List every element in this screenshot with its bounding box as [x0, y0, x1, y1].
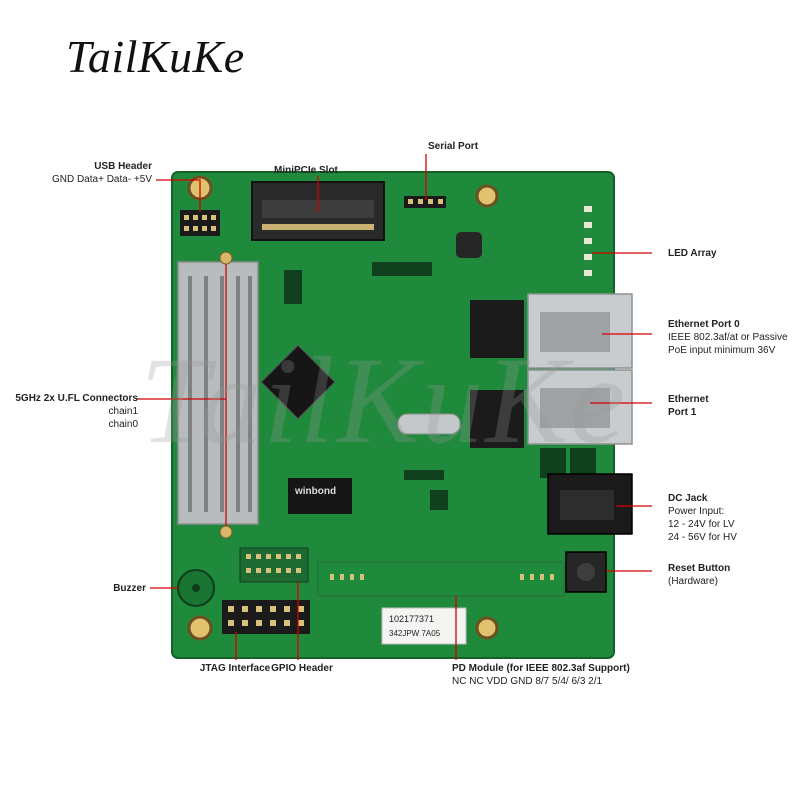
led-array	[584, 206, 592, 276]
serial-port-pins	[404, 196, 446, 208]
callout-ethernet-port-1: Ethernet Port 1	[668, 393, 709, 419]
callout-jtag: JTAG Interface	[170, 662, 300, 675]
reset-title: Reset Button	[668, 563, 731, 574]
flash-chip	[288, 478, 352, 514]
callout-ethernet-port-0: Ethernet Port 0 IEEE 802.3af/at or Passi…	[668, 318, 788, 357]
pointer-lines	[136, 154, 652, 660]
eth0-title: Ethernet Port 0	[668, 319, 740, 330]
serial-port-title: Serial Port	[428, 141, 479, 152]
ufl-sub1: chain1	[108, 406, 138, 417]
buzzer-title: Buzzer	[113, 583, 146, 594]
winbond-logo: winbond	[294, 486, 336, 497]
mount-hole-bottom-left	[187, 615, 213, 641]
ufl-title: 5GHz 2x U.FL Connectors	[15, 393, 138, 404]
smd-components	[284, 262, 596, 510]
jtag-title: JTAG Interface	[199, 663, 271, 674]
crystal	[397, 413, 461, 435]
callout-minipcie: MiniPCIe Slot	[274, 164, 338, 177]
eth0-sub1: IEEE 802.3af/at or Passive	[668, 332, 788, 343]
inductor	[456, 232, 482, 258]
pd-module-title: PD Module (for IEEE 802.3af Support)	[452, 663, 630, 674]
ufl-connector-chain0-icon	[219, 525, 233, 539]
cpu-chip	[260, 344, 336, 420]
callout-reset-button: Reset Button (Hardware)	[668, 562, 730, 588]
serial-number-b: 342JPW 7A05	[389, 629, 441, 638]
dc-jack-sub1: Power Input:	[668, 506, 725, 517]
callout-gpio: GPIO Header	[262, 662, 342, 675]
pd-module-area	[317, 561, 565, 597]
ethernet-magnetics-1	[470, 390, 524, 448]
ufl-connector-chain1-icon	[219, 251, 233, 265]
jtag-header	[222, 600, 310, 634]
gpio-title: GPIO Header	[271, 663, 333, 674]
shield-vents	[188, 276, 252, 512]
eth1-title1: Ethernet	[668, 394, 709, 405]
ufl-sub2: chain0	[108, 419, 138, 430]
pointer-usb	[156, 179, 201, 212]
pd-module-pins	[330, 574, 554, 580]
mount-hole-bottom-mid	[475, 616, 499, 640]
mount-hole-top-right	[475, 184, 499, 208]
callout-buzzer: Buzzer	[113, 582, 146, 595]
serial-sticker	[381, 607, 467, 645]
callout-pd-module: PD Module (for IEEE 802.3af Support) NC …	[452, 662, 630, 688]
callout-usb-header: USB Header GND Data+ Data- +5V	[52, 160, 152, 186]
pd-module-sub: NC NC VDD GND 8/7 5/4/ 6/3 2/1	[452, 676, 603, 687]
gpio-header	[239, 547, 309, 583]
led-array-title: LED Array	[668, 248, 717, 259]
serial-number-a: 102177371	[389, 614, 434, 624]
callout-ufl-connectors: 5GHz 2x U.FL Connectors chain1 chain0	[15, 392, 138, 431]
callout-led-array: LED Array	[668, 247, 717, 260]
dc-jack-title: DC Jack	[668, 493, 708, 504]
ethernet-magnetics-0	[470, 300, 524, 358]
callout-dc-jack: DC Jack Power Input: 12 - 24V for LV 24 …	[668, 492, 737, 544]
brand-logo: TailKuKe	[66, 31, 245, 82]
eth0-sub2: PoE input minimum 36V	[668, 345, 776, 356]
dc-jack-sub2: 12 - 24V for LV	[668, 519, 735, 530]
usb-header-sub: GND Data+ Data- +5V	[51, 174, 152, 185]
dc-jack-sub3: 24 - 56V for HV	[668, 532, 737, 543]
callout-serial-port: Serial Port	[428, 140, 478, 153]
usb-header-pins	[180, 210, 220, 236]
minipcie-title: MiniPCIe Slot	[274, 165, 338, 176]
eth1-title2: Port 1	[668, 407, 697, 418]
reset-sub: (Hardware)	[668, 576, 719, 587]
usb-header-title: USB Header	[94, 161, 152, 172]
